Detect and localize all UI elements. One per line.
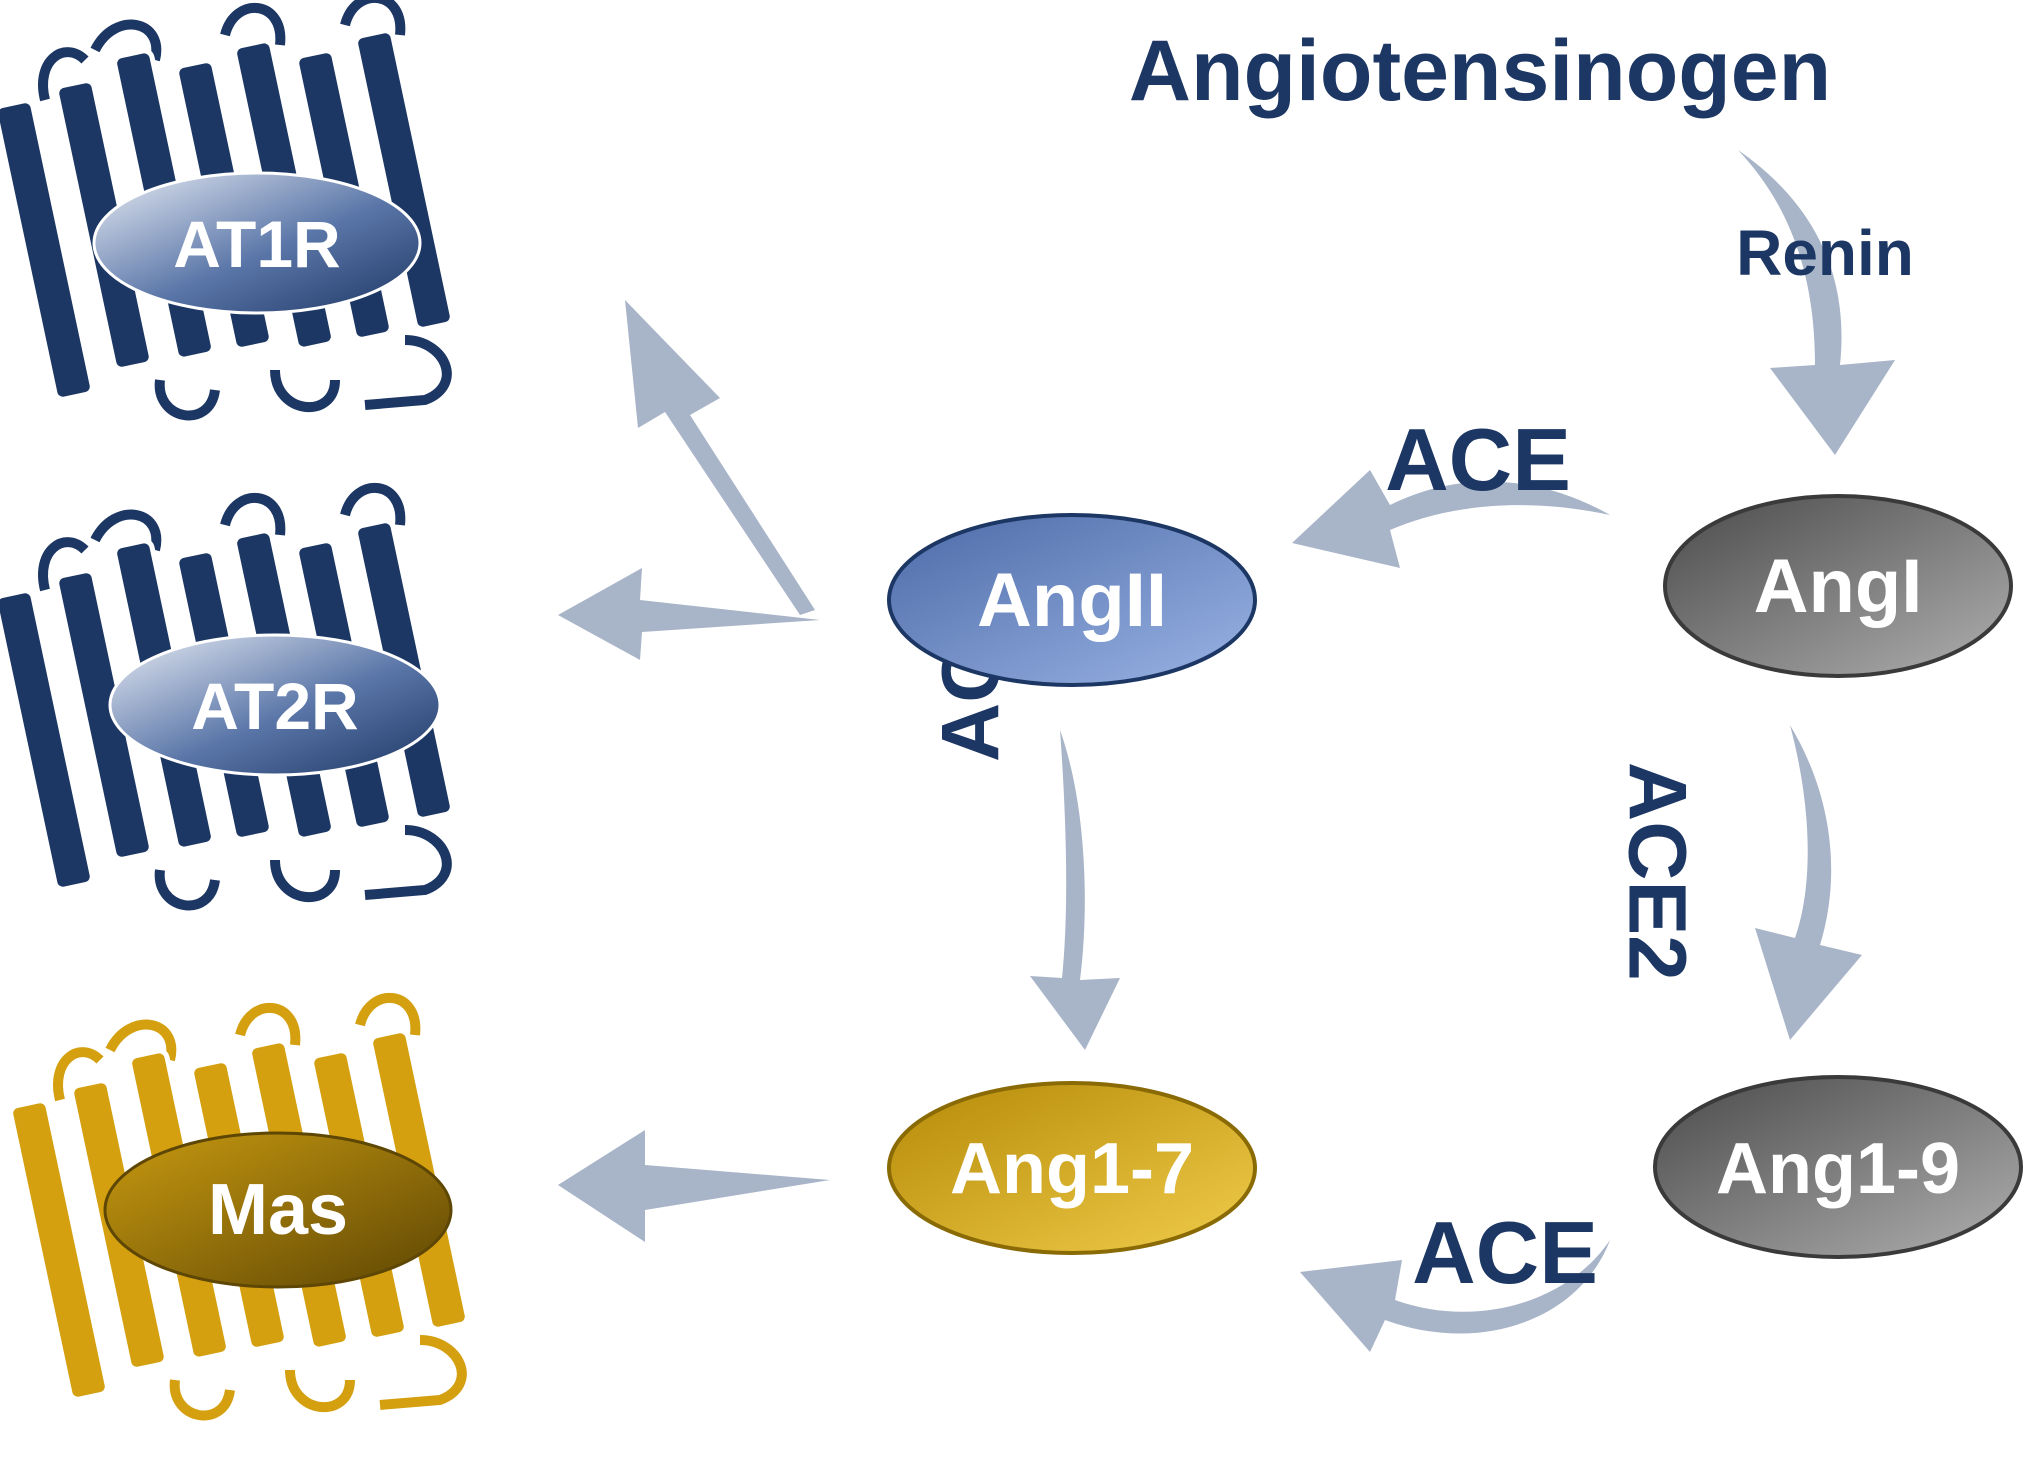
arrow-ace2-left [1030,730,1120,1050]
arrow-ace2-right [1755,725,1862,1040]
angiotensinogen-title: Angiotensinogen [1129,23,1831,119]
arrow-ang17-to-mas [558,1130,830,1242]
ang19-node: Ang1-9 [1653,1075,2023,1259]
mas-oval [103,1131,453,1289]
mas-receptor: Mas [9,998,469,1416]
angii-label: AngII [977,558,1167,643]
angi-label: AngI [1754,544,1923,629]
ang19-label: Ang1-9 [1716,1129,1960,1209]
at1r-receptor: AT1R [0,0,454,415]
arrow-angii-to-at1r [625,300,815,615]
at1r-label: AT1R [173,207,340,281]
angii-node: AngII [887,513,1257,687]
arrow-ace-bottom [1300,1240,1610,1352]
ang17-node: Ang1-7 [887,1081,1257,1255]
arrow-renin [1738,150,1895,455]
arrow-ace-top [1292,470,1610,568]
at2r-oval [108,633,442,777]
at2r-receptor: AT2R [0,488,454,906]
angi-node: AngI [1663,494,2013,678]
renin-label: Renin [1736,217,1914,289]
at2r-label: AT2R [191,669,358,743]
ace2-right-label: ACE2 [1612,762,1703,981]
arrow-angii-to-at2r [558,568,820,660]
ace-bottom-label: ACE [1412,1203,1598,1302]
mas-label: Mas [208,1170,348,1250]
ace-top-label: ACE [1385,410,1571,509]
ang17-label: Ang1-7 [950,1129,1194,1209]
at1r-oval [92,171,422,315]
